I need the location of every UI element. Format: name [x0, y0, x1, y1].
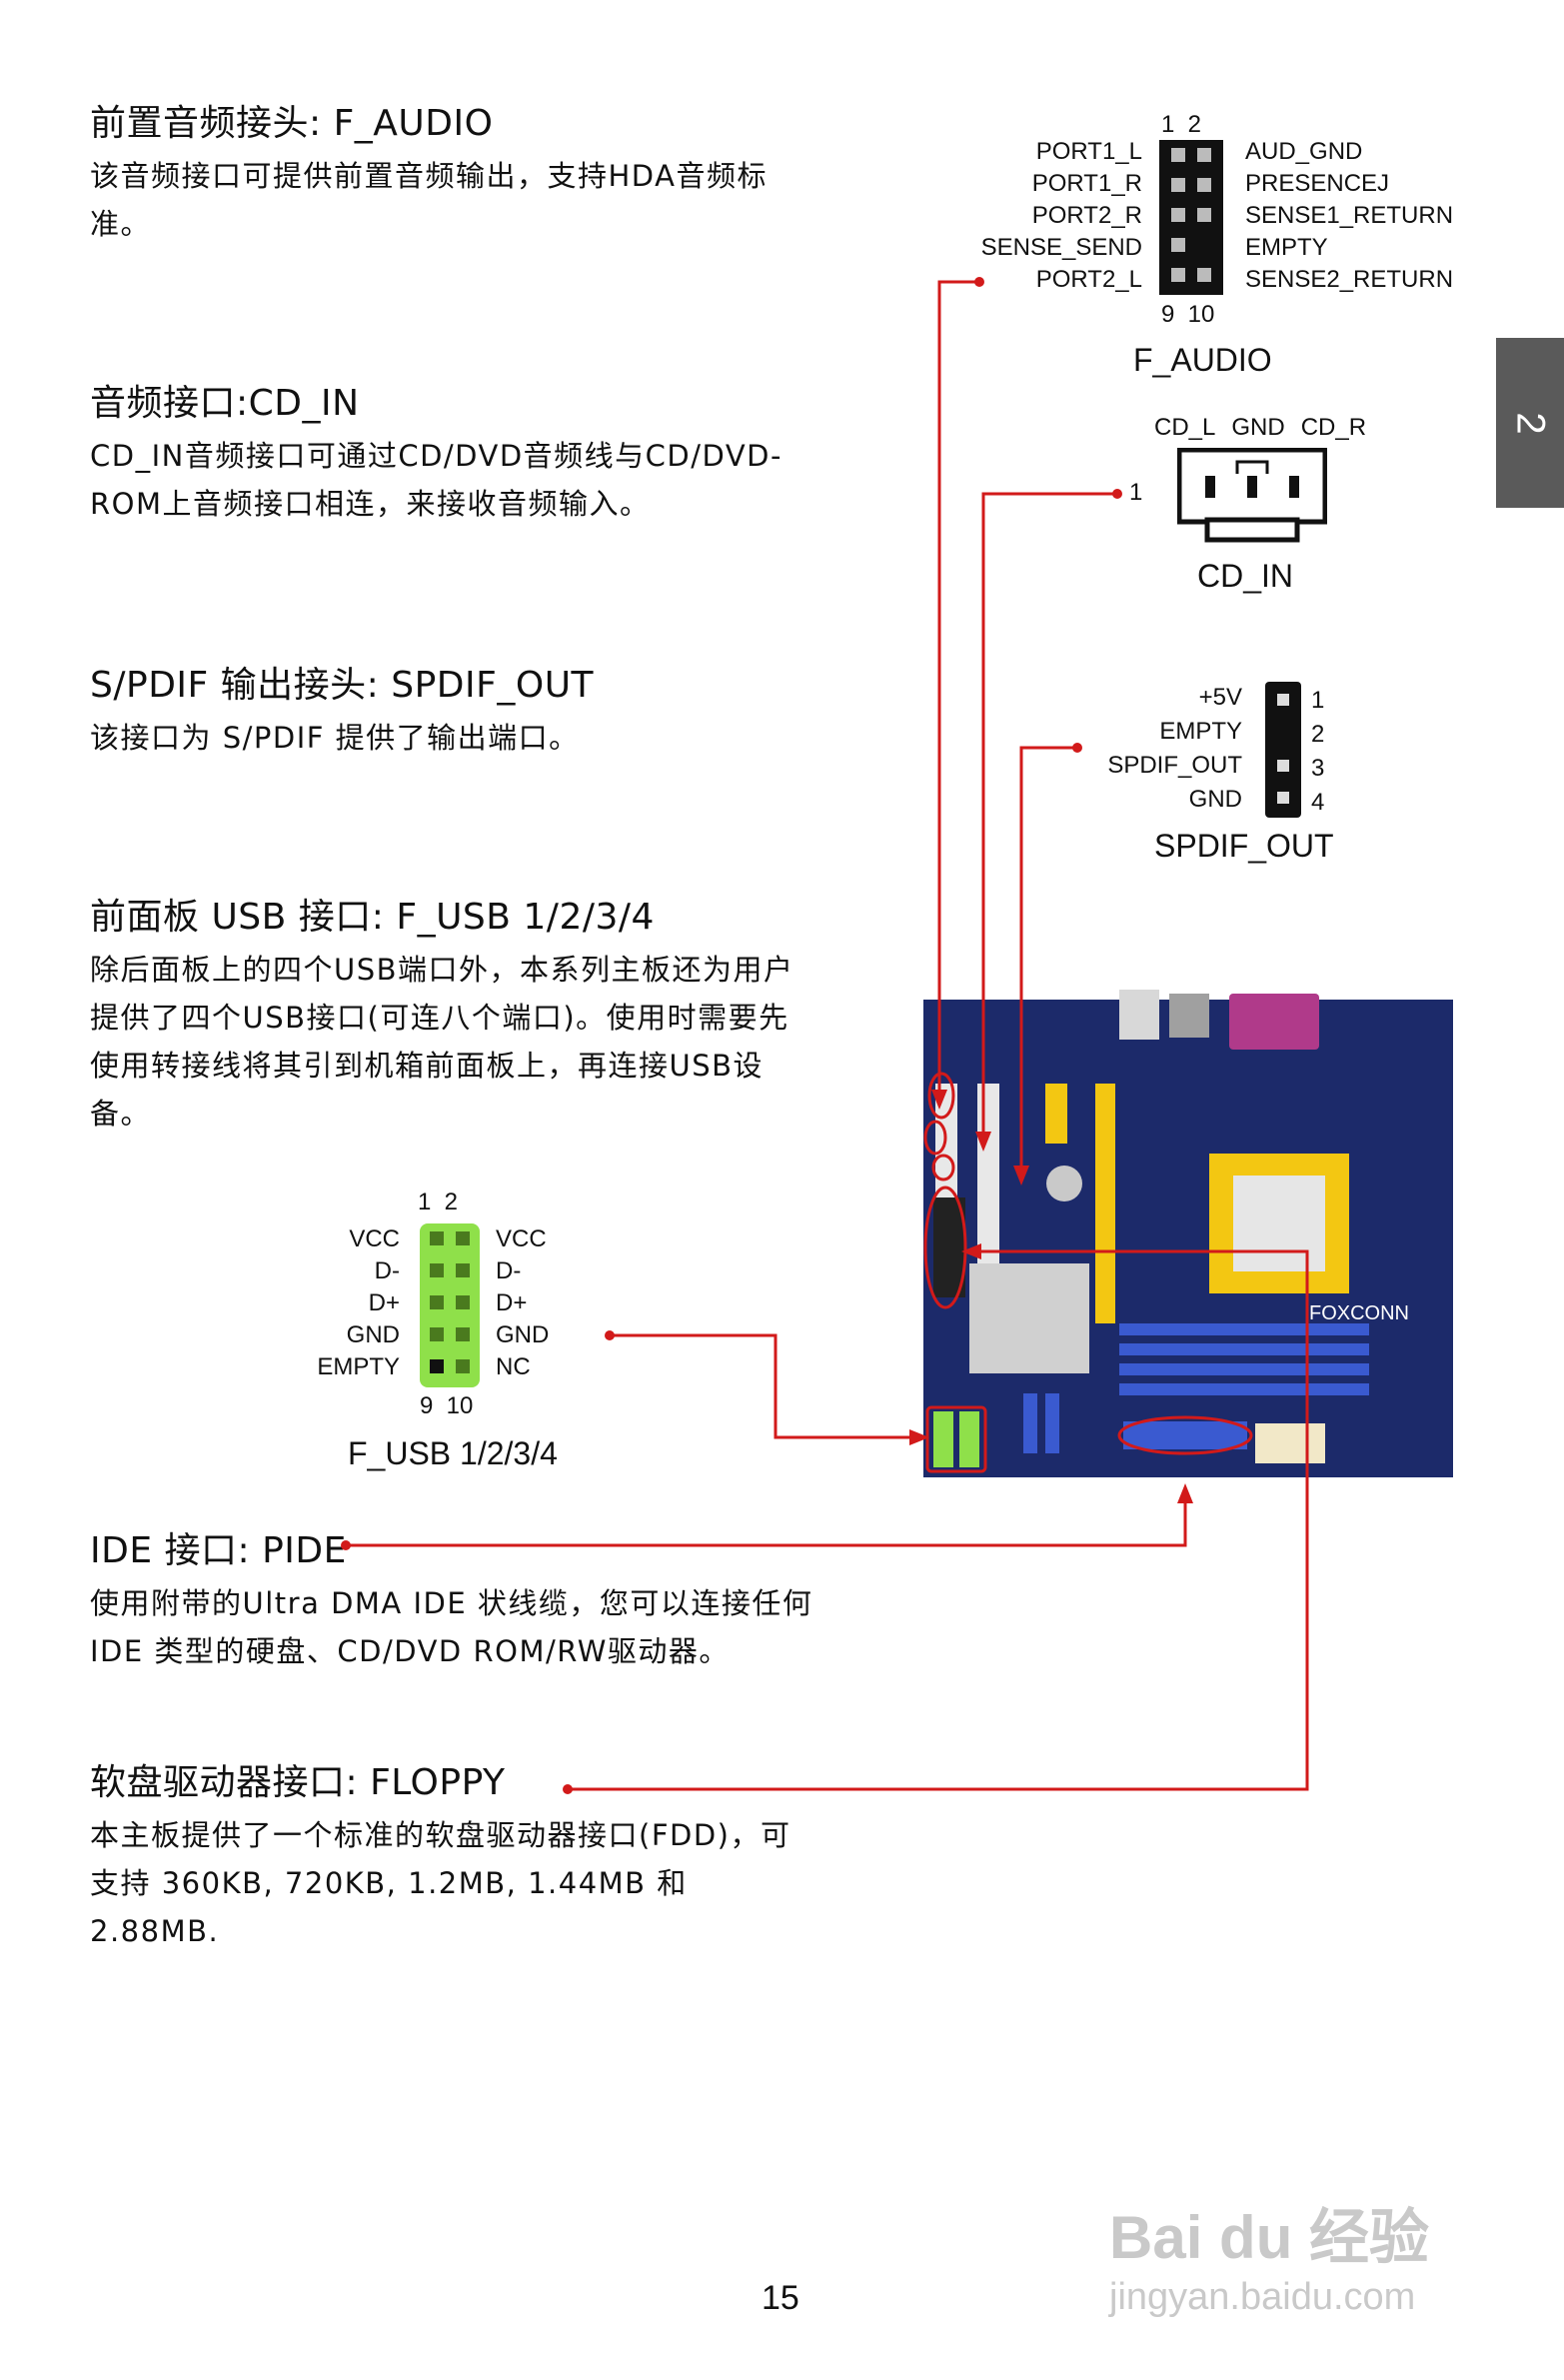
pin-label: GND	[1231, 414, 1285, 441]
fusb-right-pins: VCC D- D+ GND NC	[496, 1225, 549, 1385]
cdin-connector-diagram	[1177, 448, 1327, 543]
section-body: 本主板提供了一个标准的软盘驱动器接口(FDD)，可支持 360KB, 720KB…	[90, 1818, 791, 1948]
pin-label: GND	[496, 1321, 550, 1348]
section-floppy: 软盘驱动器接口: FLOPPY 本主板提供了一个标准的软盘驱动器接口(FDD)，…	[90, 1761, 819, 1955]
spdif-header-diagram	[1265, 682, 1301, 818]
section-title: S/PDIF 输出接头: SPDIF_OUT	[90, 665, 595, 706]
pin-label: +5V	[1198, 684, 1242, 711]
pin-label: SENSE_SEND	[980, 234, 1142, 261]
pin-label: CD_R	[1300, 414, 1367, 441]
chapter-number: 2	[1508, 411, 1553, 435]
section-spdif: S/PDIF 输出接头: SPDIF_OUT 该接口为 S/PDIF 提供了输出…	[90, 664, 819, 762]
section-title: 前置音频接头: F_AUDIO	[90, 103, 494, 144]
pin-label: EMPTY	[317, 1353, 400, 1380]
pin-number: 2	[1311, 721, 1325, 748]
pin-label: PORT1_R	[1031, 170, 1142, 197]
watermark: Bai du 经验 jingyan.baidu.com	[1109, 2189, 1429, 2319]
pin-label: PRESENCEJ	[1245, 170, 1390, 197]
section-faudio: 前置音频接头: F_AUDIO 该音频接口可提供前置音频输出，支持HDA音频标准…	[90, 102, 819, 248]
pin-label: D-	[496, 1257, 522, 1284]
pin-label: VCC	[349, 1225, 400, 1252]
section-pide: IDE 接口: PIDE 使用附带的Ultra DMA IDE 状线缆，您可以连…	[90, 1529, 819, 1675]
pin-label: PORT2_L	[1035, 266, 1142, 293]
section-title: 音频接口:CD_IN	[90, 383, 360, 424]
section-body: CD_IN音频接口可通过CD/DVD音频线与CD/DVD-ROM上音频接口相连，…	[90, 439, 782, 521]
pin-label: PORT1_L	[1035, 138, 1142, 165]
fusb-bottom-nums: 9 10	[420, 1392, 474, 1419]
faudio-header-diagram	[1159, 140, 1223, 295]
pin-label: SPDIF_OUT	[1107, 752, 1242, 779]
chapter-tab: 2	[1496, 338, 1564, 508]
section-body: 该接口为 S/PDIF 提供了输出端口。	[90, 721, 580, 755]
pin-label: AUD_GND	[1245, 138, 1363, 165]
pin-label: EMPTY	[1159, 718, 1242, 745]
cdin-pin1: 1	[1129, 479, 1143, 506]
pin-number: 1	[1311, 687, 1325, 714]
pin-label: D-	[374, 1257, 400, 1284]
pin-label: NC	[496, 1353, 531, 1380]
section-body: 使用附带的Ultra DMA IDE 状线缆，您可以连接任何IDE 类型的硬盘、…	[90, 1586, 813, 1668]
fusb-left-pins: VCC D- D+ GND EMPTY	[317, 1225, 400, 1385]
faudio-top-nums: 1 2	[1161, 111, 1202, 138]
pin-number: 3	[1311, 755, 1325, 782]
pin-label: EMPTY	[1245, 234, 1328, 261]
cdin-pin-labels: CD_L GND CD_R	[1154, 414, 1366, 442]
cdin-caption: CD_IN	[1197, 558, 1294, 594]
pin-label: SENSE2_RETURN	[1245, 266, 1454, 293]
motherboard-photo: FOXCONN	[923, 990, 1453, 1477]
watermark-url: jingyan.baidu.com	[1109, 2276, 1416, 2318]
spdif-caption: SPDIF_OUT	[1154, 828, 1334, 864]
faudio-pins	[1171, 148, 1211, 282]
watermark-logo: Bai du 经验	[1109, 2204, 1430, 2271]
pin-label: CD_L	[1154, 414, 1216, 441]
section-title: IDE 接口: PIDE	[90, 1530, 347, 1571]
spdif-pin-labels: +5V EMPTY SPDIF_OUT GND	[1107, 684, 1242, 820]
pin-label: GND	[1188, 786, 1242, 813]
fusb-header-diagram	[420, 1223, 480, 1387]
faudio-right-pins: AUD_GND PRESENCEJ SENSE1_RETURN EMPTY SE…	[1245, 138, 1453, 298]
pin-number: 4	[1311, 789, 1325, 816]
fusb-caption: F_USB 1/2/3/4	[348, 1435, 558, 1471]
board-brand: FOXCONN	[1309, 1302, 1409, 1324]
pin-label: D+	[496, 1289, 528, 1316]
faudio-caption: F_AUDIO	[1133, 342, 1272, 378]
pin-label: SENSE1_RETURN	[1245, 202, 1454, 229]
section-body: 该音频接口可提供前置音频输出，支持HDA音频标准。	[90, 159, 768, 241]
faudio-left-pins: PORT1_L PORT1_R PORT2_R SENSE_SEND PORT2…	[981, 138, 1142, 298]
section-title: 软盘驱动器接口: FLOPPY	[90, 1762, 506, 1803]
section-fusb: 前面板 USB 接口: F_USB 1/2/3/4 除后面板上的四个USB端口外…	[90, 896, 819, 1138]
section-body: 除后面板上的四个USB端口外，本系列主板还为用户提供了四个USB接口(可连八个端…	[90, 953, 794, 1131]
page-number: 15	[762, 2279, 799, 2317]
pin-label: PORT2_R	[1031, 202, 1142, 229]
fusb-top-nums: 1 2	[418, 1189, 459, 1215]
section-cdin: 音频接口:CD_IN CD_IN音频接口可通过CD/DVD音频线与CD/DVD-…	[90, 382, 819, 528]
section-title: 前面板 USB 接口: F_USB 1/2/3/4	[90, 897, 655, 938]
pin-label: VCC	[496, 1225, 547, 1252]
faudio-bottom-nums: 9 10	[1161, 301, 1215, 328]
pin-label: GND	[346, 1321, 400, 1348]
pin-label: D+	[368, 1289, 400, 1316]
spdif-pin-nums: 1 2 3 4	[1311, 688, 1324, 824]
